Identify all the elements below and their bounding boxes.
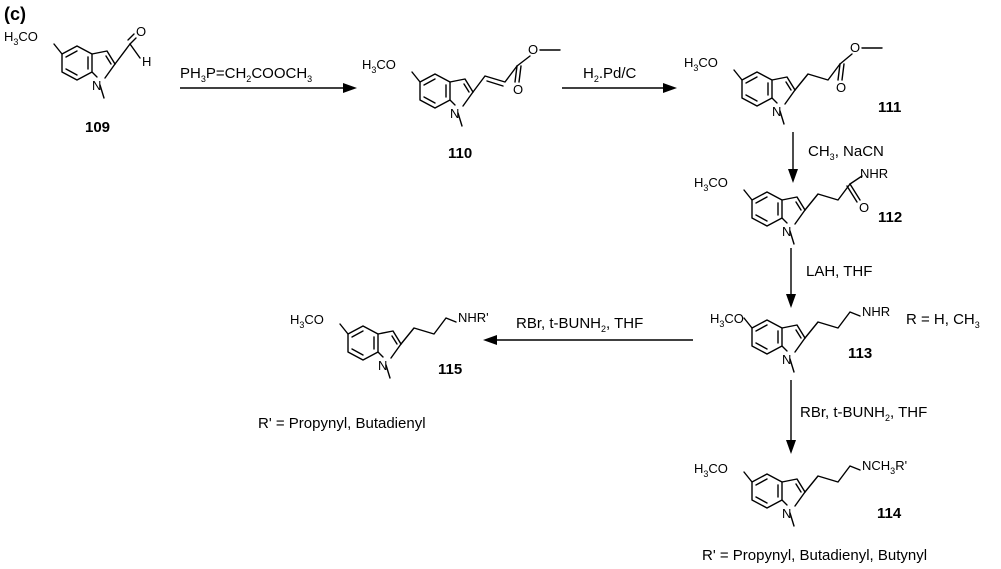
compound-115-structure: N H3CO NHR' [290,310,489,379]
compound-114-structure: N H3CO NCH3R' [694,458,907,527]
atom-n: N [782,506,791,521]
compound-113-label: 113 [848,345,872,362]
atom-nhr: NHR [860,166,888,181]
atom-o: O [513,82,523,97]
atom-n: N [450,106,459,121]
r-prime-definition-115: R' = Propynyl, Butadienyl [258,415,426,432]
reagent-step-4: LAH, THF [806,263,872,280]
atom-nhr: NHR [862,304,890,319]
compound-111-structure: N H3CO O O [684,40,883,125]
compound-109-structure: N H3CO O H [4,24,151,99]
reaction-arrow-4 [786,248,796,308]
compound-110-structure: N H3CO O O [362,42,561,127]
reaction-arrow-3 [788,132,798,183]
atom-methoxy: H3CO [694,175,728,193]
atom-n: N [782,224,791,239]
compound-115-label: 115 [438,361,462,378]
compound-109-label: 109 [85,119,110,136]
compound-113-structure: N H3CO NHR [710,304,890,373]
reaction-arrow-5 [483,335,693,345]
atom-methoxy: H3CO [290,312,324,330]
panel-label: (c) [4,4,26,24]
r-definition: R = H, CH3 [906,311,980,330]
atom-n: N [782,352,791,367]
atom-methoxy: H3CO [694,461,728,479]
atom-nhr-prime: NHR' [458,310,489,325]
reagent-step-1: PH3P=CH2COOCH3 [180,65,312,84]
compound-111-label: 111 [878,99,901,116]
atom-n: N [92,78,101,93]
compound-110-label: 110 [448,145,472,162]
reaction-arrow-1 [180,83,357,93]
atom-n: N [772,104,781,119]
atom-o: O [528,42,538,57]
reagent-step-2: H2.Pd/C [583,65,637,84]
atom-methoxy: H3CO [4,29,38,47]
atom-o: O [859,200,869,215]
r-prime-definition-114: R' = Propynyl, Butadienyl, Butynyl [702,547,927,564]
atom-methoxy: H3CO [710,311,744,329]
atom-methoxy: H3CO [684,55,718,73]
atom-methoxy: H3CO [362,57,396,75]
reaction-arrow-6 [786,380,796,454]
atom-n: N [378,358,387,373]
compound-112-structure: N H3CO NHR O [694,166,888,245]
reagent-step-6: RBr, t-BUNH2, THF [800,404,927,423]
reagent-step-5: RBr, t-BUNH2, THF [516,315,643,334]
compound-112-label: 112 [878,209,902,226]
atom-o: O [136,24,146,39]
atom-o: O [850,40,860,55]
compound-114-label: 114 [877,505,902,522]
reagent-step-3: CH3, NaCN [808,143,884,162]
reaction-arrow-2 [562,83,677,93]
atom-h: H [142,54,151,69]
atom-nch3r-prime: NCH3R' [862,458,907,476]
atom-o: O [836,80,846,95]
